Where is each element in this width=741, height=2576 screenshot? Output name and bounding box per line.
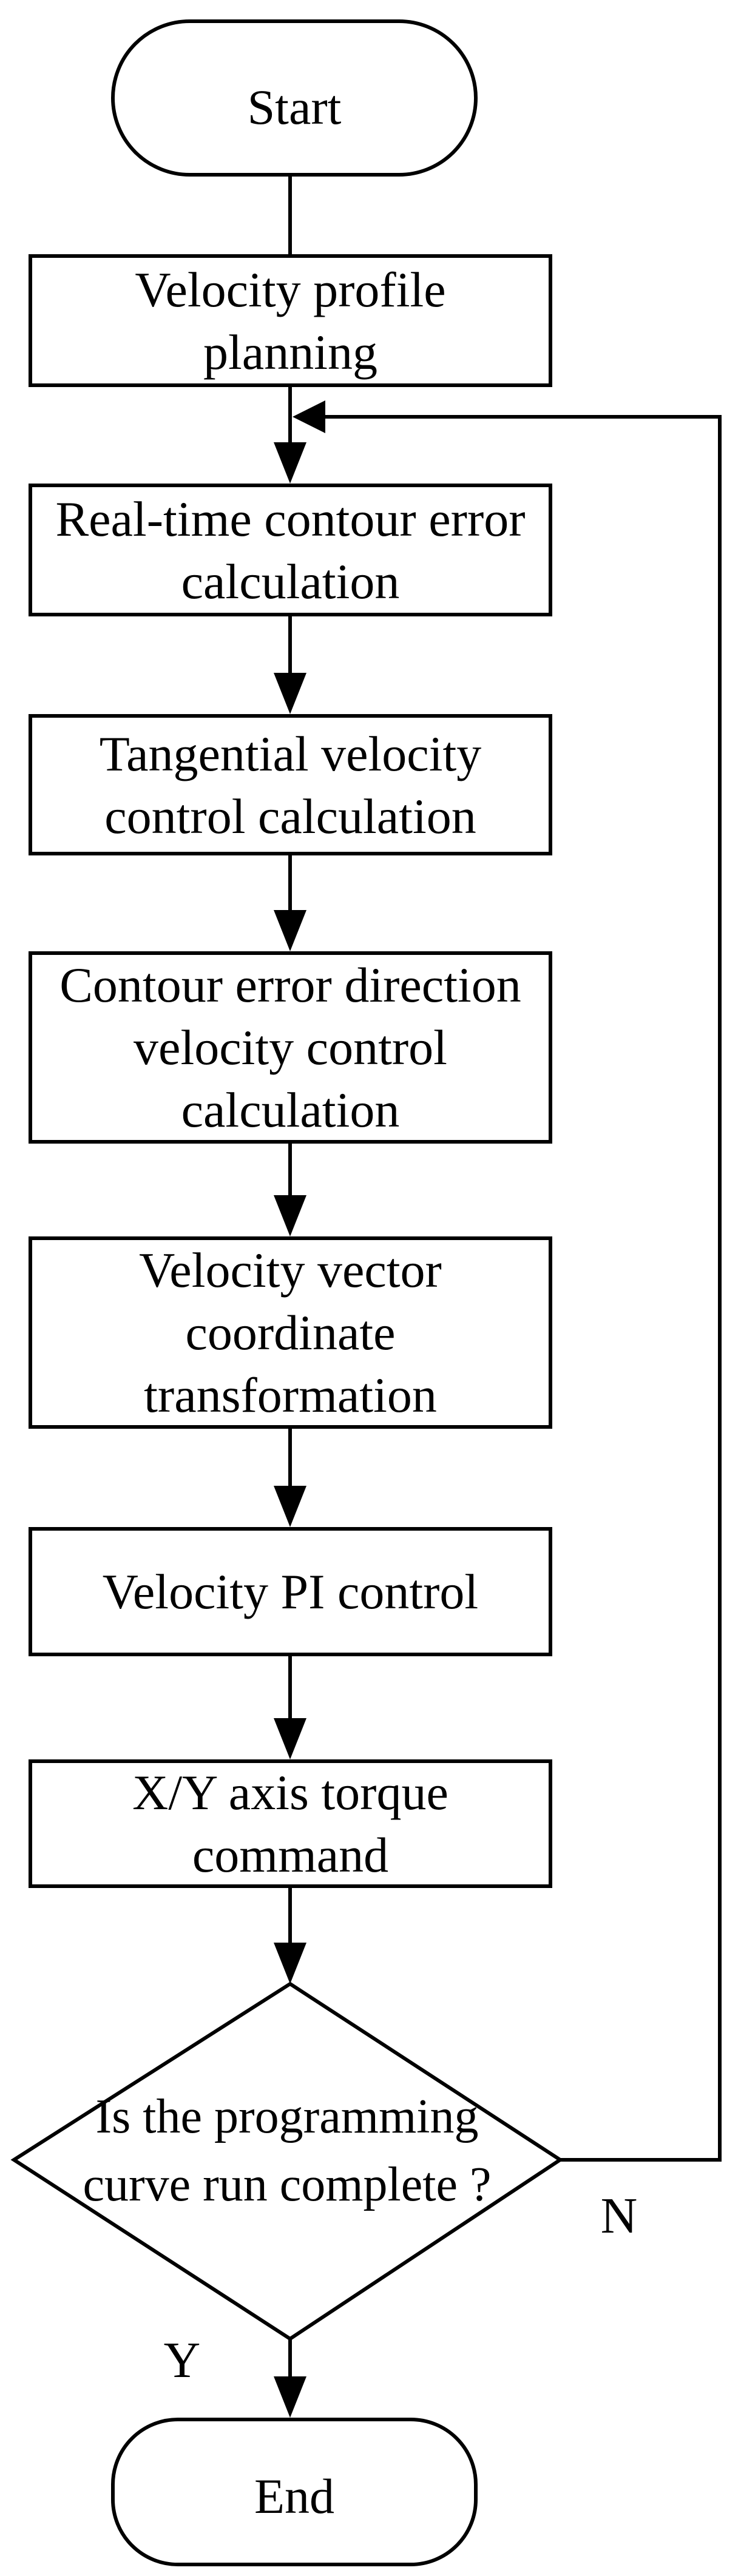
start-label: Start	[247, 79, 342, 135]
process-text-line: Tangential velocity	[99, 726, 482, 781]
connector-box1-to-box2	[288, 385, 292, 453]
connector-box4-to-box5	[288, 1142, 292, 1200]
feedback-line-right	[718, 415, 722, 2162]
process-velocity-vector-transformation: Velocity vector coordinate transformatio…	[29, 1236, 552, 1429]
process-xy-axis-torque-command: X/Y axis torque command	[29, 1759, 552, 1888]
branch-no-label: N	[600, 2188, 638, 2244]
process-text-line: Contour error direction	[59, 957, 521, 1013]
feedback-arrowhead-icon	[293, 400, 325, 433]
connector-start-to-box1	[288, 175, 292, 256]
process-text-line: command	[192, 1827, 389, 1883]
process-realtime-contour-error: Real-time contour error calculation	[29, 484, 552, 616]
branch-yes-label: Y	[163, 2332, 201, 2389]
process-text-line: Velocity profile	[135, 261, 446, 317]
process-text-line: control calculation	[104, 788, 476, 844]
process-text-line: Real-time contour error	[55, 491, 526, 547]
arrowhead-into-end-icon	[274, 2376, 306, 2418]
connector-box6-to-box7	[288, 1654, 292, 1721]
decision-question: Is the programming curve run complete ?	[14, 2083, 560, 2219]
arrowhead-into-box7-icon	[274, 1718, 306, 1759]
process-text-line: velocity control	[134, 1020, 447, 1075]
process-velocity-pi-control: Velocity PI control	[29, 1527, 552, 1656]
process-text-line: Velocity vector	[139, 1242, 442, 1298]
process-text-line: calculation	[181, 553, 400, 609]
arrowhead-into-box3-icon	[274, 673, 306, 714]
decision-text-line: curve run complete ?	[83, 2158, 492, 2211]
connector-box7-to-decision	[288, 1886, 292, 1947]
process-text-line: calculation	[181, 1082, 400, 1138]
process-contour-error-direction-control: Contour error direction velocity control…	[29, 951, 552, 1144]
connector-box3-to-box4	[288, 854, 292, 914]
end-terminator: End	[111, 2418, 478, 2566]
process-velocity-profile-planning: Velocity profile planning	[29, 254, 552, 387]
end-label: End	[254, 2469, 335, 2524]
feedback-line-top	[323, 415, 722, 419]
process-text-line: planning	[203, 324, 377, 380]
connector-decision-to-end	[288, 2337, 292, 2384]
process-tangential-velocity-control: Tangential velocity control calculation	[29, 714, 552, 855]
arrowhead-into-box4-icon	[274, 910, 306, 951]
arrowhead-into-box2-icon	[274, 442, 306, 484]
feedback-line-bottom	[558, 2158, 722, 2162]
arrowhead-into-box6-icon	[274, 1486, 306, 1527]
connector-box5-to-box6	[288, 1427, 292, 1490]
decision-text-line: Is the programming	[95, 2090, 479, 2143]
process-text-line: coordinate	[185, 1305, 396, 1360]
process-text-line: Velocity PI control	[102, 1564, 479, 1619]
arrowhead-into-box5-icon	[274, 1195, 306, 1236]
start-terminator: Start	[111, 19, 478, 177]
connector-box2-to-box3	[288, 615, 292, 676]
process-text-line: transformation	[144, 1367, 437, 1423]
arrowhead-into-decision-icon	[274, 1943, 306, 1984]
process-text-line: X/Y axis torque	[132, 1765, 448, 1820]
